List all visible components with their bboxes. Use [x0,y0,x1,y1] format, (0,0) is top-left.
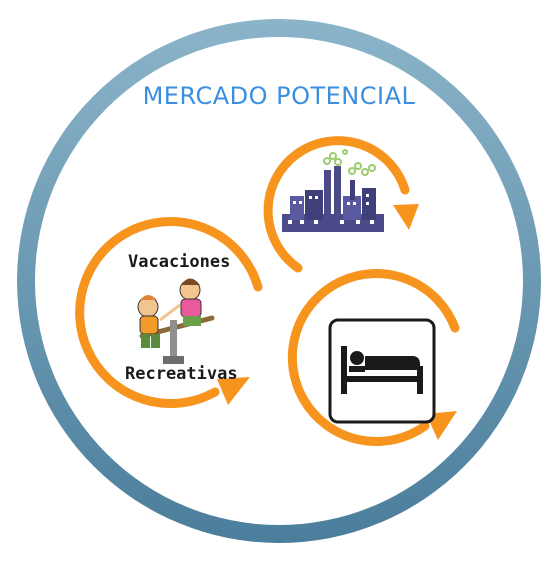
vacaciones-label-bottom: Recreativas [125,364,238,384]
bed-icon [328,318,436,424]
children-seesaw-icon [137,278,215,364]
inner-disc [35,37,523,525]
vacaciones-label-top: Vacaciones [128,252,231,272]
cycle-arrow-vacaciones [75,217,263,409]
factory-icon [282,149,384,232]
cycle-arrow-factory [263,136,419,273]
diagram-title: MERCADO POTENCIAL [142,82,416,110]
